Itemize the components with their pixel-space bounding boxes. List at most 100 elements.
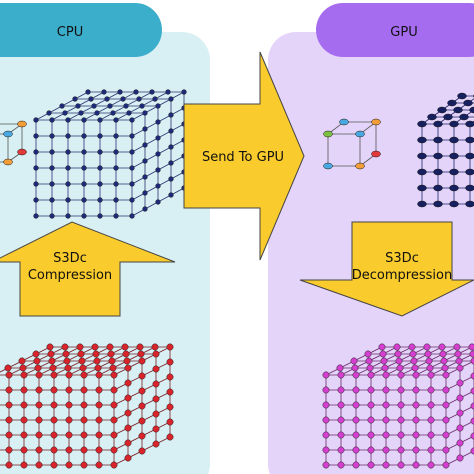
- lattice-node: [33, 133, 39, 139]
- lattice-node: [138, 402, 146, 410]
- lattice-node: [417, 136, 427, 144]
- lattice-node: [113, 181, 119, 187]
- gpu-header: [316, 3, 474, 57]
- lattice-node: [456, 379, 464, 387]
- lattice-node: [427, 113, 437, 121]
- lattice-node: [80, 416, 88, 424]
- lattice-node: [142, 174, 148, 180]
- lattice-node: [465, 152, 474, 160]
- lattice-node: [81, 165, 87, 171]
- lattice-node: [412, 416, 420, 424]
- compression-arrow-shape: [0, 221, 176, 317]
- lattice-node: [382, 401, 390, 409]
- lattice-node: [397, 416, 405, 424]
- lattice-node: [165, 89, 171, 95]
- lattice-node: [61, 343, 69, 351]
- lattice-node: [129, 133, 135, 139]
- lattice-node: [449, 200, 459, 208]
- lattice-node: [65, 401, 73, 409]
- lattice-node: [97, 213, 103, 219]
- lattice-node: [123, 103, 129, 109]
- lattice-node: [442, 401, 450, 409]
- lattice-node: [155, 199, 161, 205]
- lattice-node: [124, 364, 132, 372]
- lattice-node: [110, 461, 118, 469]
- lattice-node: [109, 364, 117, 372]
- gpu-title: GPU: [390, 25, 417, 40]
- lattice-node: [427, 431, 435, 439]
- lattice-node: [33, 197, 39, 203]
- lattice-edge: [445, 435, 474, 451]
- lattice-node: [456, 424, 464, 432]
- lattice-node: [449, 168, 459, 176]
- cpu-title: CPU: [57, 25, 83, 40]
- lattice-node: [433, 184, 443, 192]
- lattice-node: [142, 190, 148, 196]
- lattice-node: [120, 96, 126, 102]
- lattice-node: [113, 197, 119, 203]
- lattice-nodes: [417, 92, 474, 208]
- lattice-node: [50, 386, 58, 394]
- lattice-node: [337, 416, 345, 424]
- lattice-node: [5, 386, 13, 394]
- lattice-node: [93, 357, 101, 365]
- lattice-node: [437, 106, 447, 114]
- lattice-node: [469, 350, 474, 358]
- lattice-node: [65, 181, 71, 187]
- send-arrow-shape: [183, 51, 305, 261]
- lattice-node: [65, 197, 71, 203]
- lattice-node: [397, 446, 405, 454]
- cpu-color-grid: [0, 343, 174, 469]
- gpu-decompressed-grid: [322, 343, 474, 469]
- lattice-node: [113, 133, 119, 139]
- lattice-node: [20, 446, 28, 454]
- lattice-edge: [445, 360, 474, 376]
- lattice-node: [427, 386, 435, 394]
- lattice-node: [397, 401, 405, 409]
- lattice-node: [117, 89, 123, 95]
- lattice-node: [17, 148, 27, 156]
- lattice-node: [35, 371, 43, 379]
- lattice-node: [397, 371, 405, 379]
- lattice-node: [469, 106, 474, 114]
- lattice-node: [80, 386, 88, 394]
- lattice-node: [155, 135, 161, 141]
- lattice-node: [92, 350, 100, 358]
- lattice-nodes: [322, 343, 474, 469]
- lattice-node: [465, 120, 474, 128]
- lattice-node: [417, 184, 427, 192]
- lattice-node: [79, 364, 87, 372]
- lattice-node: [465, 200, 474, 208]
- lattice-node: [424, 350, 432, 358]
- lattice-node: [168, 160, 174, 166]
- lattice-node: [367, 401, 375, 409]
- lattice-node: [166, 403, 174, 411]
- lattice-node: [80, 446, 88, 454]
- lattice-node: [371, 118, 381, 126]
- lattice-node: [166, 388, 174, 396]
- cpu-small-cube: [0, 120, 27, 166]
- lattice-node: [65, 446, 73, 454]
- lattice-node: [367, 431, 375, 439]
- lattice-node: [181, 89, 187, 95]
- lattice-node: [65, 431, 73, 439]
- lattice-node: [138, 372, 146, 380]
- lattice-node: [457, 92, 467, 100]
- lattice-node: [453, 343, 461, 351]
- decompression-arrow: S3Dc Decompression: [299, 221, 474, 317]
- lattice-node: [65, 386, 73, 394]
- lattice-node: [124, 424, 132, 432]
- lattice-node: [5, 431, 13, 439]
- lattice-node: [337, 431, 345, 439]
- gpu-dense-grid: [417, 92, 474, 208]
- lattice-node: [152, 350, 160, 358]
- lattice-node: [456, 409, 464, 417]
- lattice-node: [380, 357, 388, 365]
- lattice-node: [382, 386, 390, 394]
- lattice-node: [449, 184, 459, 192]
- lattice-node: [149, 89, 155, 95]
- lattice-node: [411, 364, 419, 372]
- lattice-node: [427, 401, 435, 409]
- lattice-node: [20, 371, 28, 379]
- lattice-node: [166, 358, 174, 366]
